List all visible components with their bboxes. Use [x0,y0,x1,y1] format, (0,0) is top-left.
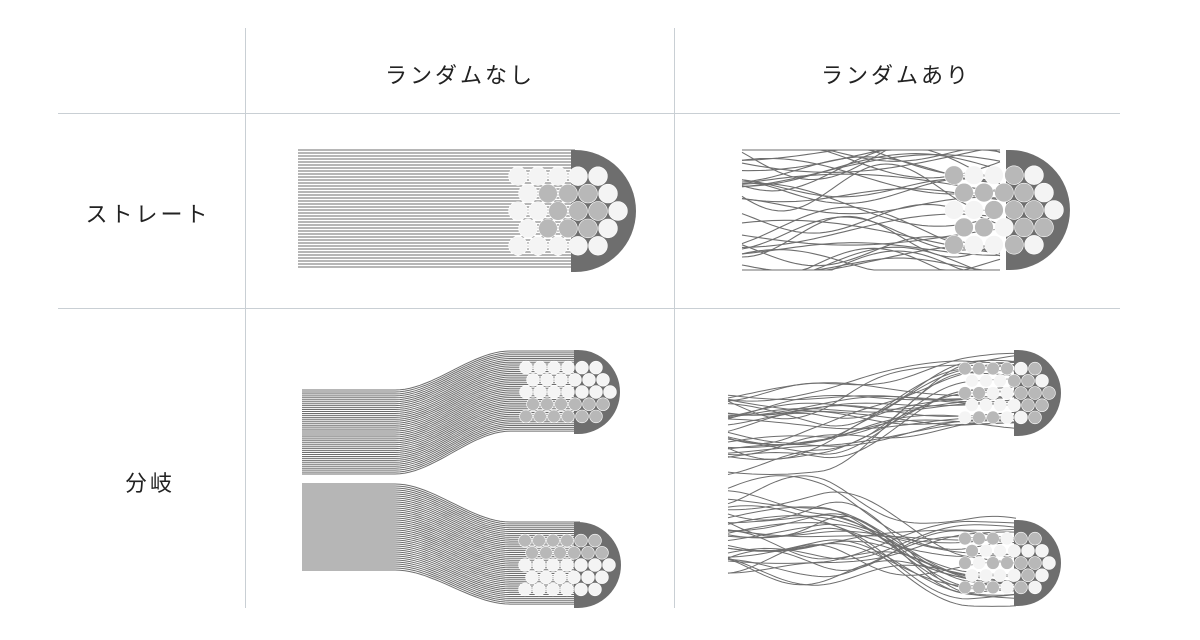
branch-random-lower-cross-section [958,520,1061,606]
row-label-straight: ストレート [85,203,211,228]
straight-random-cross-section [944,150,1070,270]
grid-divider-header [58,113,1120,114]
branch-no-random-lower-cross-section [518,522,621,608]
branch-no-random-upper-cross-section [519,350,620,434]
column-header-random: ランダムあり [820,64,971,89]
grid-divider-middle [674,28,675,608]
branch-no-random-fibers [302,350,580,605]
grid-divider-left [245,28,246,608]
column-header-no-random: ランダムなし [384,64,535,89]
grid-divider-rows [58,308,1120,309]
straight-no-random-cross-section [508,150,636,272]
branch-random-upper-cross-section [958,350,1061,436]
row-label-branch: 分岐 [124,472,175,497]
straight-no-random-fibers [298,149,575,268]
